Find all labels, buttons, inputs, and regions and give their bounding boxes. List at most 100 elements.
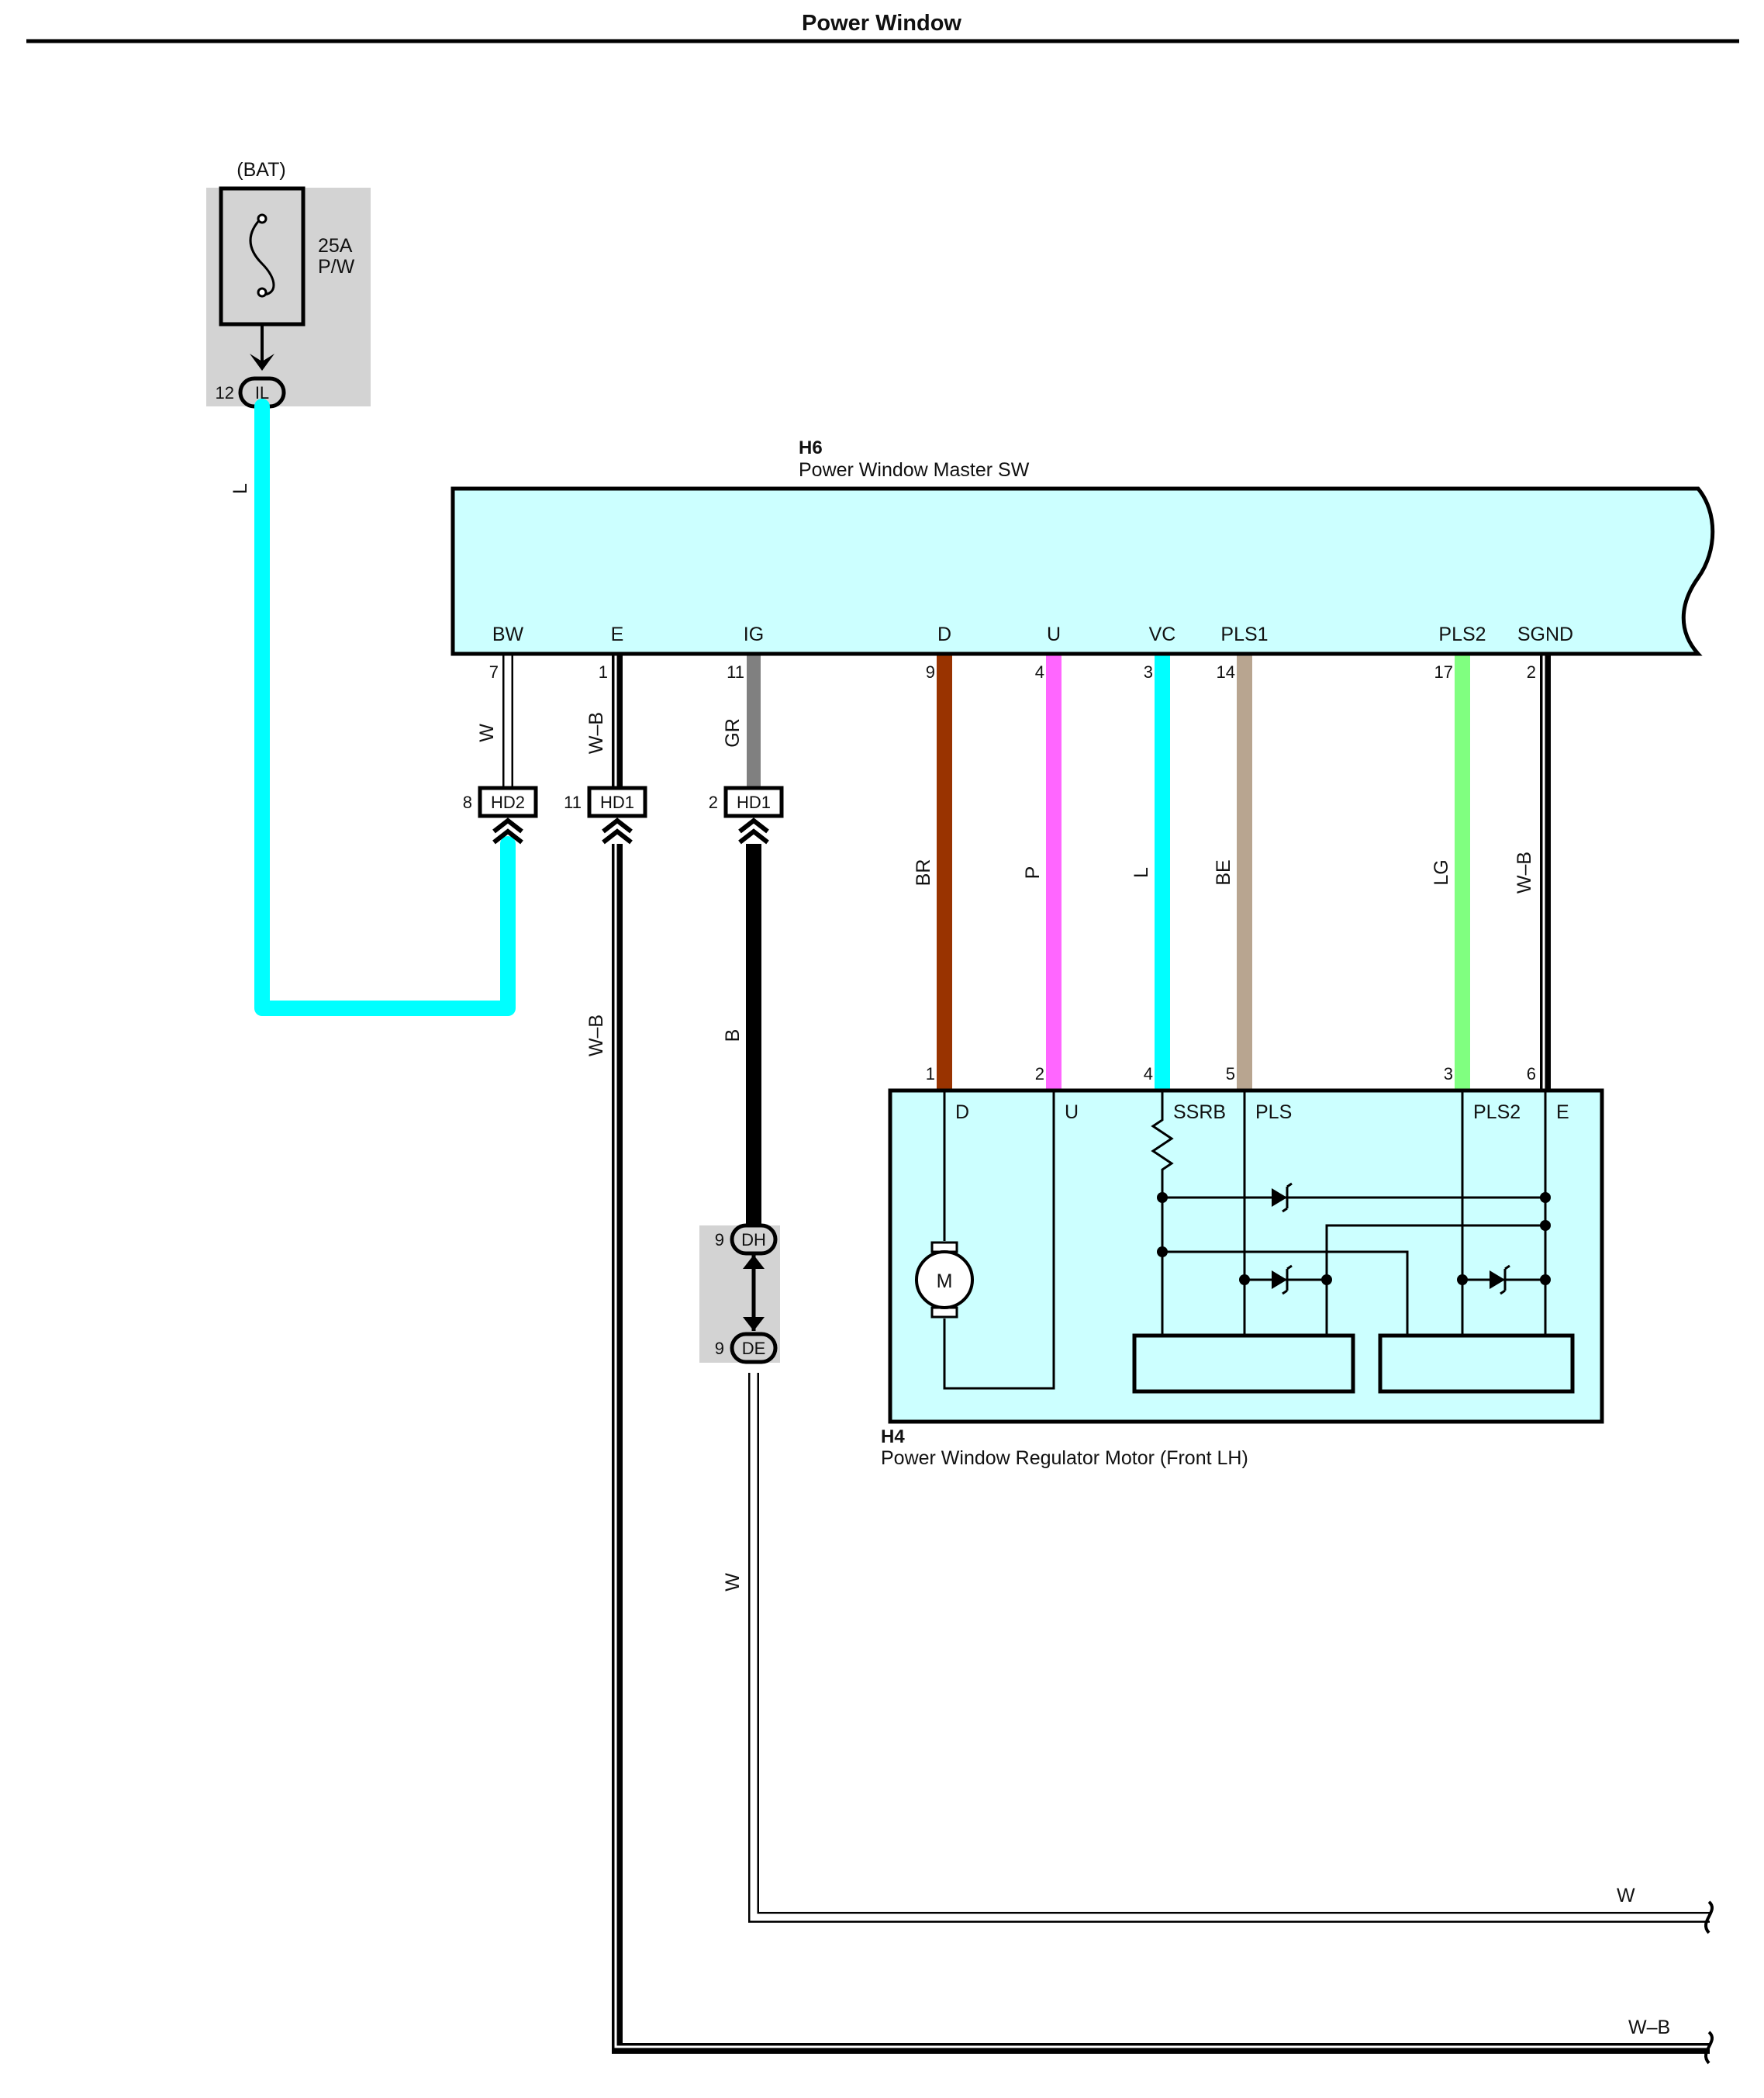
motor-pin-ssrb: 4 xyxy=(1144,1064,1153,1084)
wire-label-d: BR xyxy=(913,859,934,887)
junction-hd1-e-box xyxy=(587,786,647,818)
chevron-up-icon xyxy=(602,817,633,845)
terminal-vc: VC xyxy=(1149,624,1176,645)
wire-wb-run-stripe xyxy=(614,844,1710,2048)
master-switch-body xyxy=(450,486,1715,656)
motor-symbol: M xyxy=(937,1270,953,1292)
pin-u: 4 xyxy=(1035,662,1044,682)
fuse-terminal-bottom xyxy=(257,287,268,298)
pin-pls1: 14 xyxy=(1217,662,1235,682)
wire-label-pls1: BE xyxy=(1213,859,1234,885)
motor-terminal-ssrb: SSRB xyxy=(1173,1101,1226,1123)
node-dot xyxy=(1157,1246,1168,1257)
regulator-motor: 1 2 4 5 3 6 D U SSRB PLS PLS2 E M xyxy=(881,1064,1604,1469)
motor-internal-wiring xyxy=(943,1090,1055,1390)
motor-pin-d: 1 xyxy=(926,1064,935,1084)
node-dot xyxy=(1540,1192,1551,1203)
wire-label-de-down: W xyxy=(722,1573,744,1592)
wire-w-run-inner xyxy=(750,1373,1710,1921)
fuse-rating: 25A xyxy=(318,235,353,257)
wire-label-exit-w: W xyxy=(1617,1885,1635,1906)
door-connector-dh-label: DH xyxy=(741,1230,766,1249)
fuse-terminal-top xyxy=(257,213,268,224)
fuse-connector-pin: 12 xyxy=(216,383,234,403)
motor-terminal-pls2: PLS2 xyxy=(1473,1101,1521,1123)
chevron-up-icon xyxy=(738,817,769,845)
master-switch: H6 Power Window Master SW BW E IG D U VC… xyxy=(450,437,1715,682)
motor-pin-pls: 5 xyxy=(1226,1064,1235,1084)
diode-bar xyxy=(1282,1182,1293,1213)
node-dot xyxy=(1321,1274,1332,1285)
wire-label-ig: GR xyxy=(722,718,744,748)
pulse-sensor-ic-1 xyxy=(1132,1333,1355,1394)
junction-hd1-ig-pin: 2 xyxy=(709,793,718,812)
terminal-sgnd: SGND xyxy=(1517,624,1573,645)
door-connectors: DH 9 DE 9 xyxy=(699,1223,780,1364)
junction-hd2-label: HD2 xyxy=(491,793,525,812)
fuse-icon xyxy=(249,216,275,296)
junction-hd1-ig-box xyxy=(723,786,784,818)
motor-name: Power Window Regulator Motor (Front LH) xyxy=(881,1447,1248,1469)
terminal-d: D xyxy=(937,624,951,645)
door-connector-de-pin: 9 xyxy=(715,1339,724,1358)
motor-terminal-e: E xyxy=(1556,1101,1569,1123)
master-switch-name: Power Window Master SW xyxy=(799,459,1030,481)
node-dot xyxy=(1457,1274,1468,1285)
wire-label-pls2: LG xyxy=(1431,859,1452,885)
wire-label-vc: L xyxy=(1131,867,1152,878)
wire-label-l-feed: L xyxy=(230,483,251,494)
junction-hd1-e: HD1 11 xyxy=(564,786,647,845)
wire-l-feed xyxy=(254,399,516,1016)
node-dot xyxy=(1540,1274,1551,1285)
junction-hd2-pin: 8 xyxy=(463,793,472,812)
wire-label-e-down: W–B xyxy=(585,1014,607,1056)
pin-bw: 7 xyxy=(489,662,499,682)
break-icon-w xyxy=(1704,1900,1714,1934)
door-connector-de xyxy=(730,1332,778,1364)
fuse-name: P/W xyxy=(318,256,355,278)
junction-hd2: HD2 8 xyxy=(463,786,538,845)
door-connector-de-label: DE xyxy=(742,1339,766,1358)
fuse-arrow-icon xyxy=(250,354,274,371)
junction-hd1-e-label: HD1 xyxy=(600,793,634,812)
diode-icon xyxy=(1272,1188,1287,1207)
motor-pin-e: 6 xyxy=(1527,1064,1536,1084)
terminal-bw: BW xyxy=(492,624,524,645)
pin-sgnd: 2 xyxy=(1527,662,1536,682)
fuse-block: (BAT) 25A P/W IL 12 xyxy=(206,159,371,409)
terminal-u: U xyxy=(1047,624,1061,645)
wire-wb-run-outer xyxy=(612,844,1710,2054)
motor-pin-pls2: 3 xyxy=(1444,1064,1453,1084)
fuse-connector-label: IL xyxy=(255,383,269,403)
diode-bar xyxy=(1500,1264,1510,1295)
pin-ig: 11 xyxy=(727,662,744,682)
wire-label-sgnd: W–B xyxy=(1514,852,1535,893)
motor-pin-u: 2 xyxy=(1035,1064,1044,1084)
break-icon-wb xyxy=(1704,2031,1714,2065)
terminal-e: E xyxy=(611,624,624,645)
wire-label-u: P xyxy=(1022,866,1044,880)
node-dot xyxy=(1239,1274,1250,1285)
page-title: Power Window xyxy=(802,11,961,36)
terminal-ig: IG xyxy=(744,624,764,645)
junction-hd2-box xyxy=(478,786,538,818)
motor-terminal-d: D xyxy=(955,1101,969,1123)
master-switch-code: H6 xyxy=(799,437,823,458)
diode-icon xyxy=(1272,1270,1287,1289)
motor-code: H4 xyxy=(881,1426,905,1447)
wire-label-e: W–B xyxy=(585,712,607,754)
motor-icon xyxy=(915,1250,974,1309)
wire-label-b: B xyxy=(722,1029,744,1042)
junction-hd1-e-pin: 11 xyxy=(564,793,582,812)
fuse-shade xyxy=(206,188,371,406)
resistor-icon xyxy=(1151,1090,1174,1336)
door-connector-dh-pin: 9 xyxy=(715,1230,724,1249)
chevron-up-icon xyxy=(492,817,523,845)
fuse-source-label: (BAT) xyxy=(236,159,285,181)
pin-vc: 3 xyxy=(1144,662,1153,682)
pin-d: 9 xyxy=(926,662,935,682)
pin-e: 1 xyxy=(599,662,608,682)
wire-label-bw: W xyxy=(476,724,498,742)
junction-hd1-ig: HD1 2 xyxy=(709,786,784,845)
